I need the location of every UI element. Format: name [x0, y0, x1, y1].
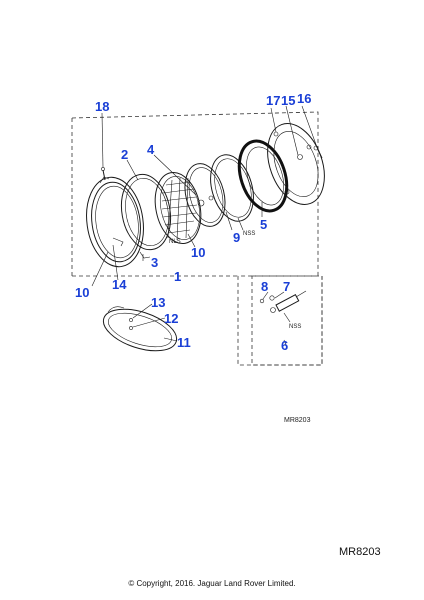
leader-lines: [91, 105, 319, 346]
footer-ref: MR8203: [339, 546, 381, 558]
callout-15: 15: [281, 93, 295, 108]
assembly-boundary: [71, 111, 323, 366]
drawing-ref: MR8203: [284, 417, 311, 424]
callout-4: 4: [147, 142, 155, 157]
light-unit: [154, 171, 202, 245]
clip: [139, 251, 151, 259]
side-lamp-rim: [102, 306, 178, 352]
gasket: [237, 139, 289, 213]
callout-2: 2: [121, 147, 128, 162]
outer-bezel: [86, 176, 144, 268]
callout-12: 12: [164, 311, 178, 326]
adjusting-screw: [313, 145, 323, 159]
callout-5: 5: [260, 217, 267, 232]
callout-18: 18: [95, 99, 109, 114]
callout-7: 7: [283, 279, 290, 294]
callout-10-center: 10: [191, 245, 205, 260]
callout-10-left: 10: [75, 285, 89, 300]
callout-3: 3: [151, 255, 158, 270]
callout-13: 13: [151, 295, 165, 310]
callout-16: 16: [297, 91, 311, 106]
callout-9: 9: [233, 230, 240, 245]
label-nss-inset: NSS: [289, 324, 301, 330]
callout-1: 1: [174, 269, 181, 284]
callout-8: 8: [261, 279, 268, 294]
rubber-seal: [210, 154, 254, 222]
bezel-screw: [101, 167, 106, 181]
callout-14: 14: [112, 277, 127, 292]
bulb-holder: [259, 290, 307, 313]
callout-17: 17: [266, 93, 280, 108]
callout-11: 11: [177, 335, 191, 350]
seating-ring: [184, 163, 226, 227]
label-nls: NLS: [169, 239, 181, 245]
label-nss-main: NSS: [243, 231, 255, 237]
bulb-holder-inset-box: [251, 275, 323, 366]
callout-6: 6: [281, 338, 288, 353]
copyright-notice: © Copyright, 2016. Jaguar Land Rover Lim…: [128, 579, 296, 588]
mounting-bowl: [267, 123, 325, 205]
